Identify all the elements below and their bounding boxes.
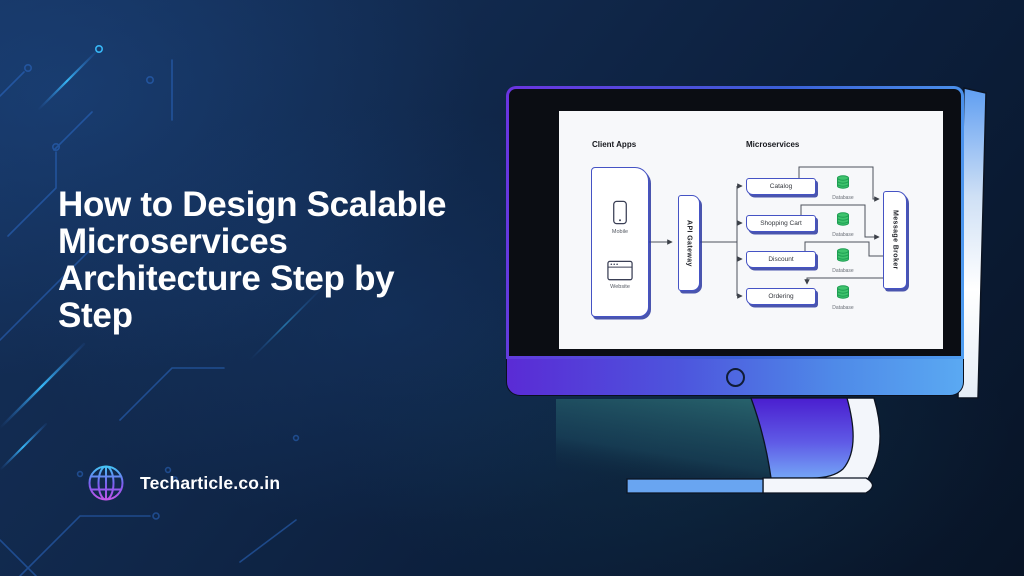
client-apps-heading: Client Apps [592, 140, 637, 149]
monitor: Client Apps Microservices Mobile [506, 86, 964, 398]
monitor-stand [750, 397, 854, 479]
database-label: Database [832, 195, 854, 201]
mobile-label: Mobile [611, 229, 629, 235]
monitor-bezel: Client Apps Microservices Mobile [509, 89, 961, 356]
globe-icon [88, 465, 124, 501]
database-ordering: Database [829, 285, 857, 311]
api-gateway-box: API Gateway [678, 195, 700, 291]
smartphone-icon [613, 200, 627, 225]
service-box-ordering: Ordering [746, 288, 816, 305]
title-line: How to Design Scalable [58, 185, 447, 224]
database-icon [837, 175, 849, 189]
database-label: Database [832, 268, 854, 274]
title-line: Step [58, 296, 133, 335]
website-label: Website [610, 284, 630, 290]
microservices-heading: Microservices [746, 140, 800, 149]
service-box-shopping-cart: Shopping Cart [746, 215, 816, 232]
database-discount: Database [829, 248, 857, 274]
power-button-icon [726, 368, 745, 387]
browser-window-icon [607, 260, 633, 281]
database-icon [837, 212, 849, 226]
message-broker-label: Message Broker [891, 210, 899, 270]
database-icon [837, 248, 849, 262]
service-label: Discount [768, 256, 794, 263]
monitor-screen: Client Apps Microservices Mobile [559, 111, 943, 349]
service-box-catalog: Catalog [746, 178, 816, 195]
page-title: How to Design Scalable Microservices Arc… [58, 186, 538, 334]
monitor-base-white [762, 477, 874, 494]
service-label: Shopping Cart [760, 220, 802, 227]
database-label: Database [832, 232, 854, 238]
brand: Techarticle.co.in [86, 463, 280, 503]
monitor-bezel-frame: Client Apps Microservices Mobile [506, 86, 964, 359]
database-catalog: Database [829, 175, 857, 201]
service-box-discount: Discount [746, 251, 816, 268]
api-gateway-label: API Gateway [685, 219, 693, 267]
message-broker-box: Message Broker [883, 191, 907, 289]
service-label: Ordering [768, 293, 794, 300]
stand-depth-edge [787, 397, 881, 485]
database-shopping-cart: Database [829, 212, 857, 238]
database-label: Database [832, 305, 854, 311]
title-line: Microservices [58, 222, 288, 261]
connector-lines [649, 166, 885, 299]
title-line: Architecture Step by [58, 259, 395, 298]
database-icon [837, 285, 849, 299]
brand-name: Techarticle.co.in [140, 472, 281, 493]
client-apps-box: Mobile Website [591, 167, 649, 317]
monitor-chin [506, 359, 964, 396]
monitor-shadow [556, 399, 846, 479]
service-label: Catalog [769, 183, 793, 190]
monitor-base-blue [626, 478, 764, 494]
